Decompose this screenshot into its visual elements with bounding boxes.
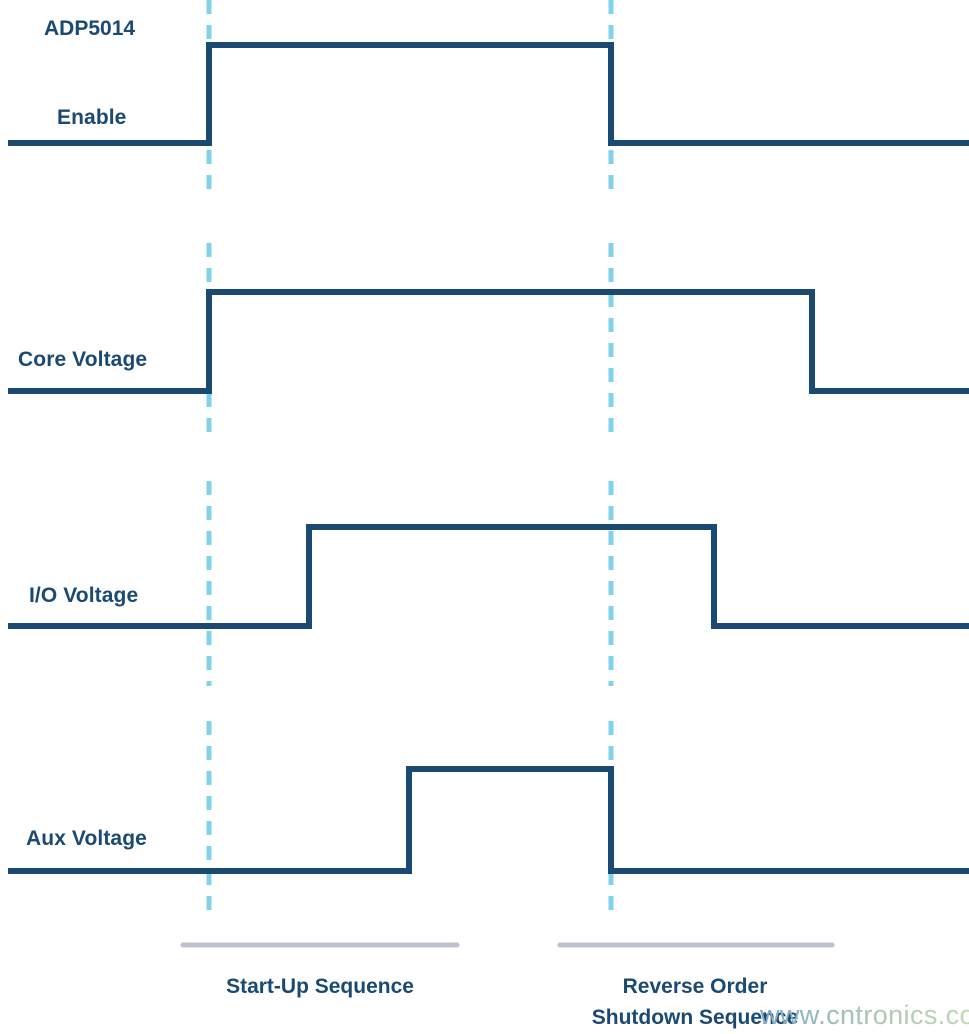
waveform-io-voltage <box>8 524 969 629</box>
watermark-text: www.cntronics.com <box>759 1000 969 1030</box>
shutdown-sequence-label-line2: Shutdown Sequence <box>592 1006 799 1029</box>
waveform-enable <box>8 42 969 146</box>
shutdown-sequence-label-line1: Reverse Order <box>623 975 768 998</box>
signal-label-enable: Enable <box>57 106 126 129</box>
signal-label-aux-voltage: Aux Voltage <box>26 827 147 850</box>
waveform-core-voltage <box>8 289 969 394</box>
waveforms-group <box>8 42 969 874</box>
waveform-aux-voltage <box>8 766 969 874</box>
startup-sequence-label: Start-Up Sequence <box>226 975 414 998</box>
signal-label-io-voltage: I/O Voltage <box>29 584 138 607</box>
signal-label-core-voltage: Core Voltage <box>18 348 147 371</box>
page-title: ADP5014 <box>44 17 135 40</box>
